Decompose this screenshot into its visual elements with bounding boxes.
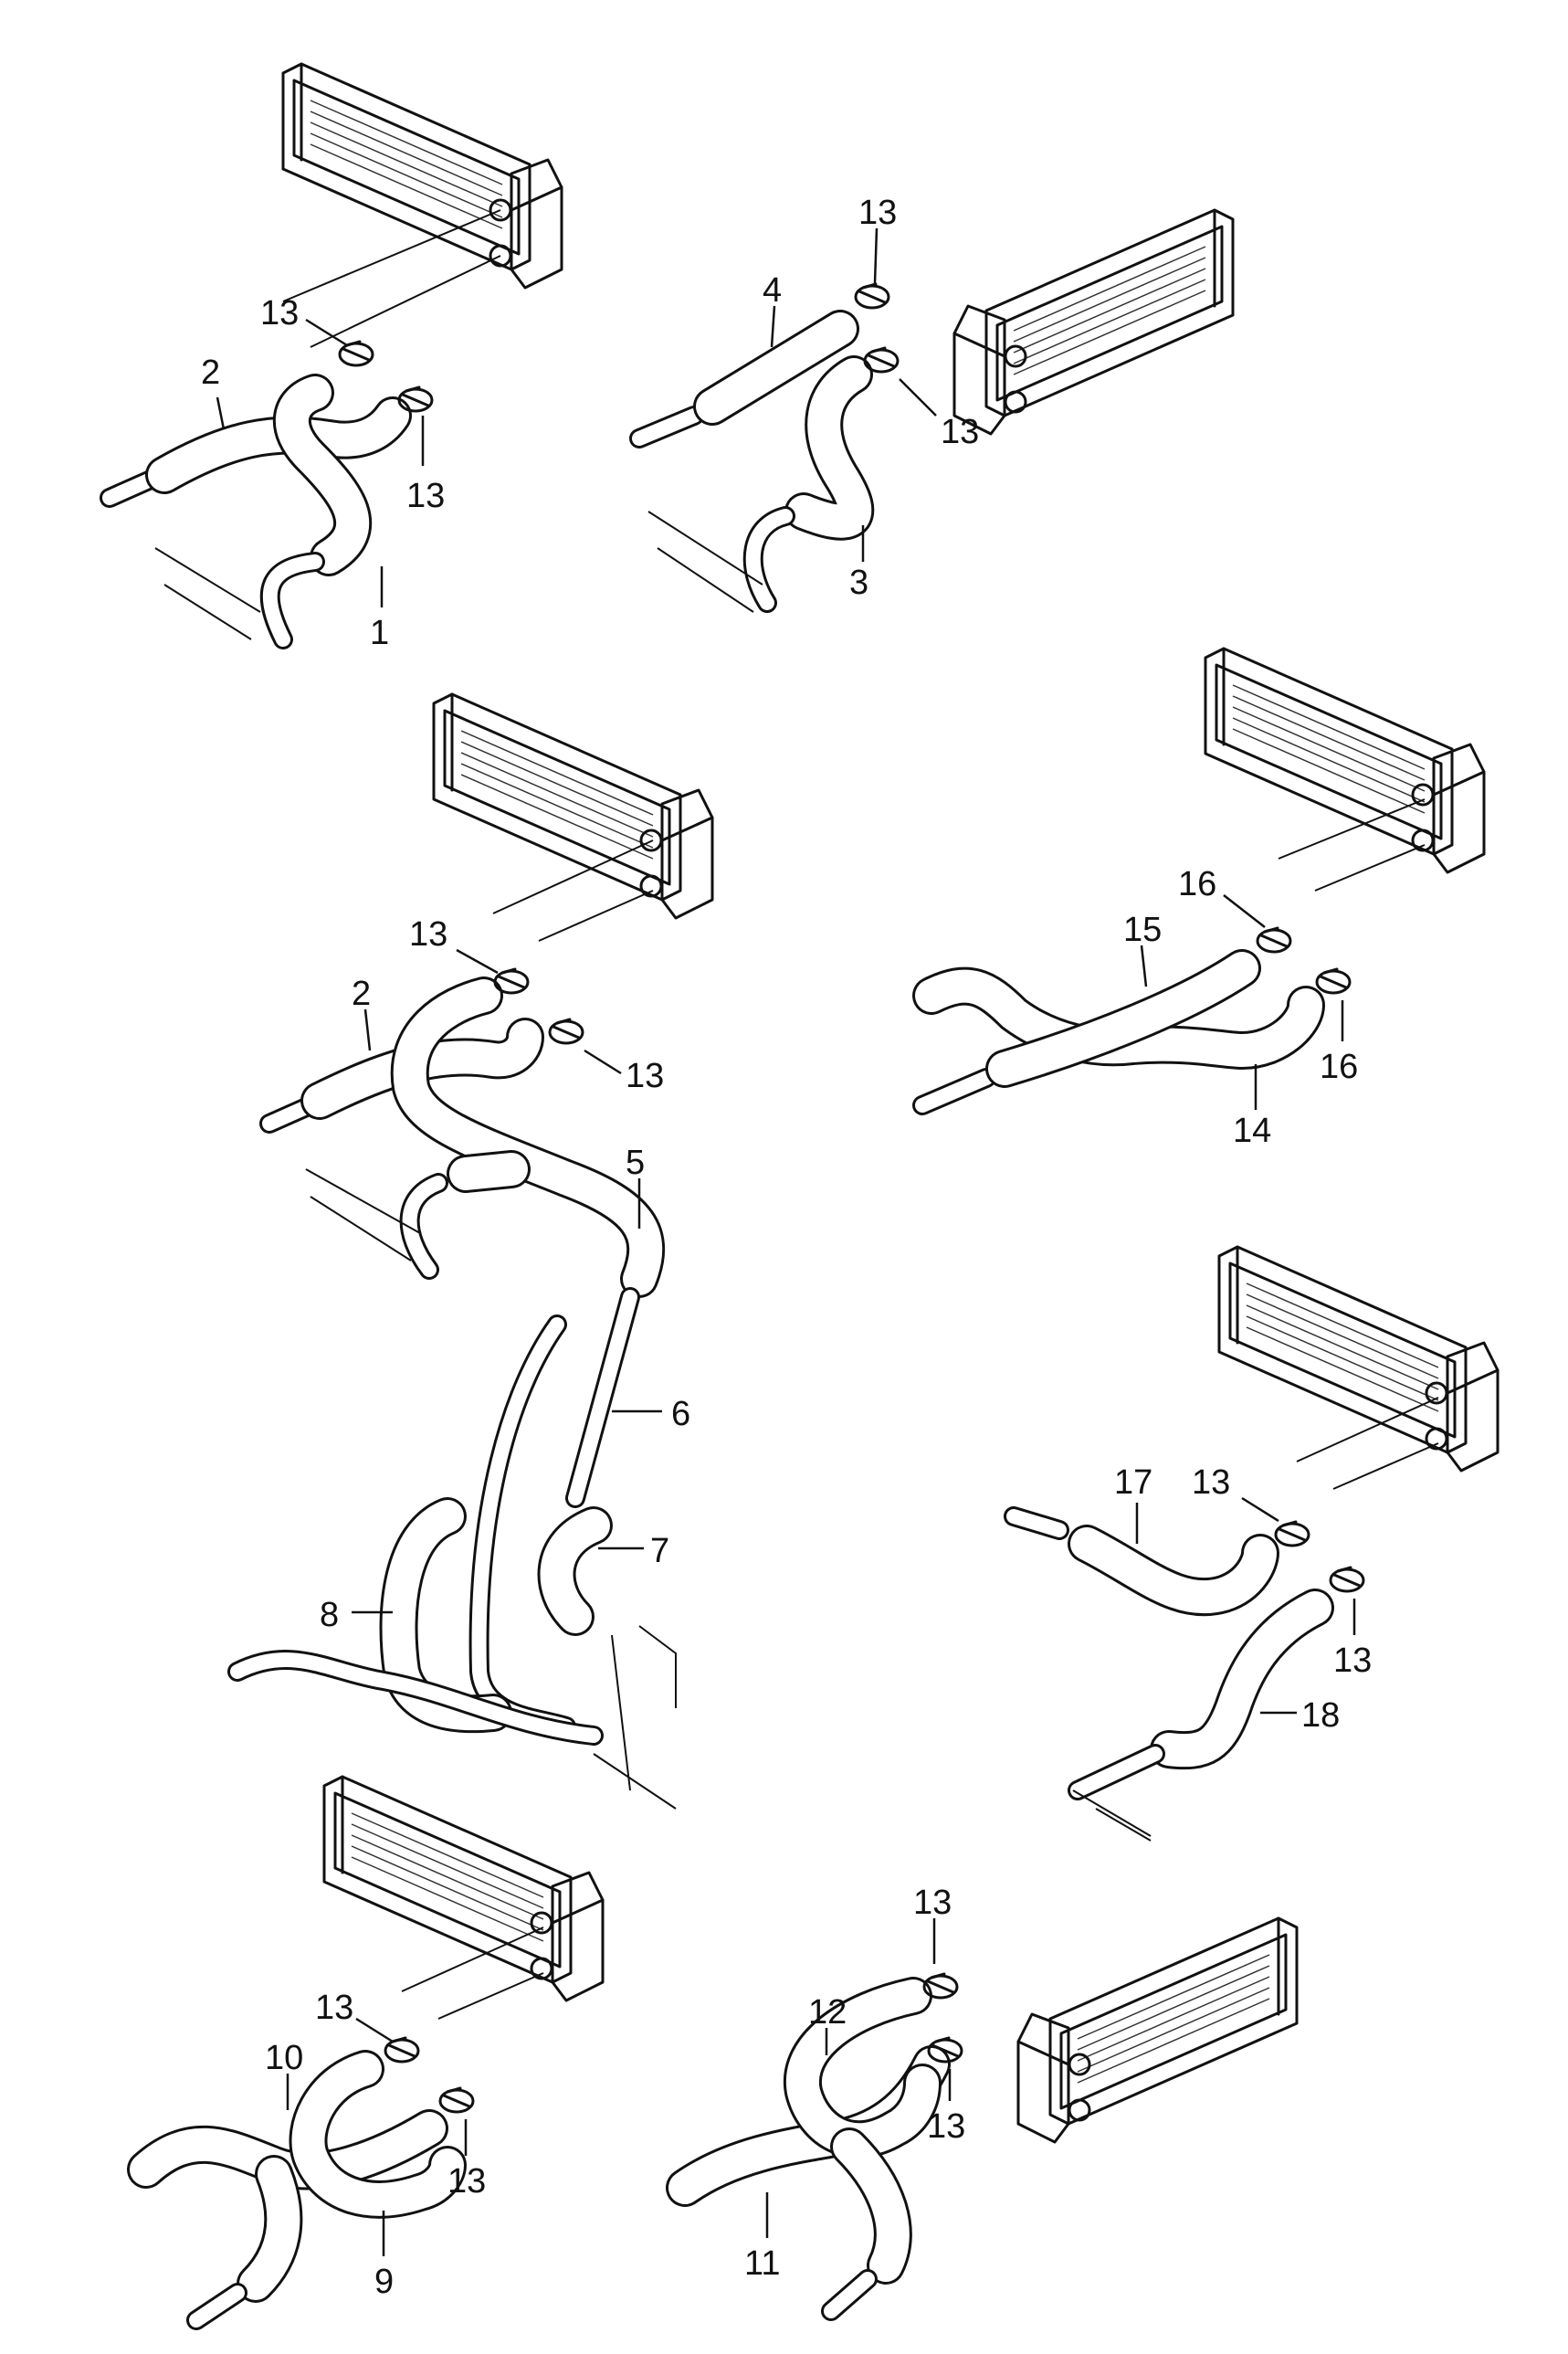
callout-7: 7: [650, 1532, 669, 1570]
callout-13: 13: [1192, 1463, 1230, 1502]
callout-13: 13: [927, 2107, 965, 2146]
callout-18: 18: [1301, 1696, 1340, 1735]
callout-6: 6: [671, 1395, 690, 1433]
callout-13: 13: [447, 2162, 486, 2201]
callout-13: 13: [406, 477, 445, 515]
callout-3: 3: [849, 564, 868, 602]
callout-2: 2: [352, 975, 371, 1013]
callout-13: 13: [1333, 1641, 1372, 1680]
assembly-group-7: 13 12 13 11: [666, 1884, 1299, 2321]
callout-1: 1: [370, 614, 389, 652]
callout-16: 16: [1178, 865, 1216, 903]
callout-10: 10: [265, 2039, 303, 2077]
callout-13: 13: [260, 294, 299, 333]
callout-13: 13: [409, 915, 447, 954]
assembly-group-5: 17 13 13 18: [1004, 1245, 1500, 1842]
assembly-group-4: 16 15 16 14: [912, 647, 1486, 1150]
callout-13: 13: [626, 1057, 664, 1095]
assembly-group-2: 13 4 13 3: [629, 194, 1235, 613]
callout-5: 5: [626, 1144, 645, 1182]
assembly-group-3: 13 2 13 5 6 7 8: [227, 692, 714, 1810]
callout-13: 13: [941, 413, 979, 451]
assembly-group-1: 13 2 13 1: [100, 62, 563, 652]
assembly-group-6: 13 10 13 9: [127, 1775, 605, 2330]
callout-16: 16: [1320, 1048, 1358, 1086]
callout-13: 13: [913, 1884, 952, 1922]
callout-2: 2: [201, 354, 220, 392]
callout-15: 15: [1123, 911, 1162, 949]
callout-14: 14: [1233, 1112, 1271, 1150]
callout-12: 12: [808, 1993, 847, 2032]
callout-13: 13: [315, 1989, 353, 2027]
callout-11: 11: [744, 2244, 780, 2283]
callout-8: 8: [320, 1596, 339, 1634]
callout-17: 17: [1114, 1463, 1152, 1502]
callout-9: 9: [374, 2263, 394, 2301]
callout-13: 13: [858, 194, 897, 232]
callout-4: 4: [763, 271, 782, 310]
